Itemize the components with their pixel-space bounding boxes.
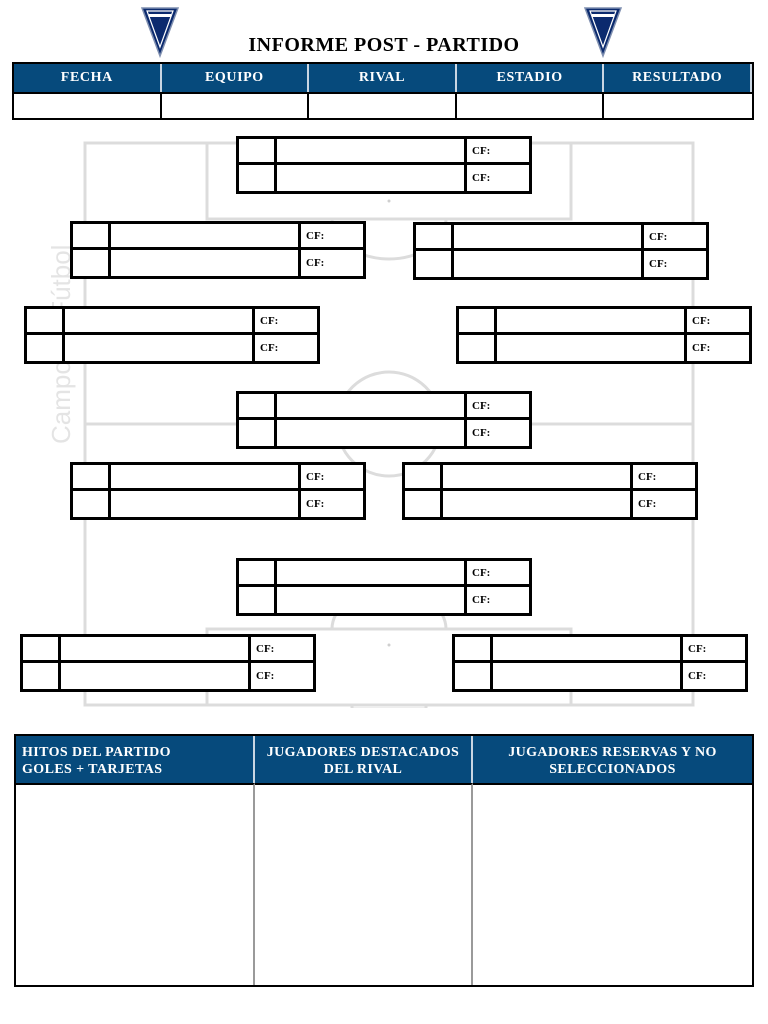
cf-label: CF: [301,224,363,250]
header-hitos: HITOS DEL PARTIDO GOLES + TARJETAS [16,736,255,783]
match-notes-table: HITOS DEL PARTIDO GOLES + TARJETAS JUGAD… [14,734,754,987]
player-number-cell[interactable] [459,309,497,335]
cf-label: CF: [467,394,529,420]
player-number-cell[interactable] [23,637,61,663]
cf-label: CF: [472,594,491,606]
player-box: CF: CF: [236,391,532,449]
player-number-cell[interactable] [239,587,277,613]
player-number-cell[interactable] [405,465,443,491]
player-number-cell[interactable] [239,165,277,191]
cf-label: CF: [255,309,317,335]
player-name-cell[interactable] [443,491,633,517]
player-name-cell[interactable] [277,561,467,587]
cf-label: CF: [301,465,363,491]
player-name-cell[interactable] [111,465,301,491]
player-box: CF: CF: [452,634,748,692]
player-name-cell[interactable] [277,420,467,446]
player-number-cell[interactable] [27,335,65,361]
rival-field[interactable] [309,92,457,118]
cf-label: CF: [688,670,707,682]
player-number-cell[interactable] [23,663,61,689]
player-name-cell[interactable] [277,394,467,420]
player-name-cell[interactable] [111,224,301,250]
player-name-cell[interactable] [443,465,633,491]
estadio-field[interactable] [456,92,605,118]
hitos-field[interactable] [16,783,255,985]
cf-label: CF: [467,139,529,165]
player-name-cell[interactable] [497,309,687,335]
player-name-cell[interactable] [277,587,467,613]
player-name-cell[interactable] [454,225,644,251]
player-number-cell[interactable] [455,637,493,663]
header-rival: RIVAL [309,64,457,92]
player-number-cell[interactable] [455,663,493,689]
player-number-cell[interactable] [73,224,111,250]
player-name-cell[interactable] [111,491,301,517]
header-jugadores-destacados: JUGADORES DESTACADOS DEL RIVAL [255,736,473,783]
cf-label: CF: [306,498,325,510]
cf-label: CF: [260,342,279,354]
player-number-cell[interactable] [73,465,111,491]
player-box: CF: CF: [402,462,698,520]
reservas-field[interactable] [473,783,752,985]
player-name-cell[interactable] [61,663,251,689]
player-number-cell[interactable] [239,394,277,420]
header-equipo: EQUIPO [161,64,310,92]
player-name-cell[interactable] [277,165,467,191]
cf-label: CF: [472,427,491,439]
resultado-field[interactable] [604,92,752,118]
player-box: CF: CF: [24,306,320,364]
cf-label: CF: [692,342,711,354]
cf-label: CF: [306,257,325,269]
player-box: CF: CF: [413,222,709,280]
player-number-cell[interactable] [239,420,277,446]
cf-label: CF: [649,258,668,270]
page-title: INFORME POST - PARTIDO [248,34,520,56]
destacados-field[interactable] [255,783,473,985]
player-number-cell[interactable] [416,251,454,277]
player-number-cell[interactable] [73,250,111,276]
header-resultado: RESULTADO [604,64,752,92]
player-box: CF: CF: [20,634,316,692]
player-number-cell[interactable] [27,309,65,335]
player-name-cell[interactable] [454,251,644,277]
player-name-cell[interactable] [493,637,683,663]
player-name-cell[interactable] [65,309,255,335]
player-box: CF: CF: [70,221,366,279]
club-crest-icon [583,7,623,58]
cf-label: CF: [683,637,745,663]
header-estadio: ESTADIO [456,64,605,92]
player-number-cell[interactable] [416,225,454,251]
header-fecha: FECHA [14,64,162,92]
cf-label: CF: [644,225,706,251]
player-number-cell[interactable] [459,335,497,361]
cf-label: CF: [467,561,529,587]
player-number-cell[interactable] [239,561,277,587]
player-name-cell[interactable] [111,250,301,276]
header-jugadores-reservas: JUGADORES RESERVAS Y NO SELECCIONADOS [473,736,752,783]
player-box: CF: CF: [456,306,752,364]
equipo-field[interactable] [161,92,310,118]
player-name-cell[interactable] [61,637,251,663]
cf-label: CF: [251,637,313,663]
cf-label: CF: [472,172,491,184]
player-number-cell[interactable] [405,491,443,517]
player-name-cell[interactable] [65,335,255,361]
player-box: CF: CF: [236,558,532,616]
player-name-cell[interactable] [493,663,683,689]
player-box: CF: CF: [70,462,366,520]
cf-label: CF: [687,309,749,335]
player-number-cell[interactable] [73,491,111,517]
cf-label: CF: [256,670,275,682]
player-number-cell[interactable] [239,139,277,165]
fecha-field[interactable] [14,92,162,118]
player-name-cell[interactable] [497,335,687,361]
cf-label: CF: [633,465,695,491]
player-box: CF: CF: [236,136,532,194]
cf-label: CF: [638,498,657,510]
club-crest-icon [140,7,180,58]
match-info-table: FECHA EQUIPO RIVAL ESTADIO RESULTADO [12,62,754,120]
player-name-cell[interactable] [277,139,467,165]
